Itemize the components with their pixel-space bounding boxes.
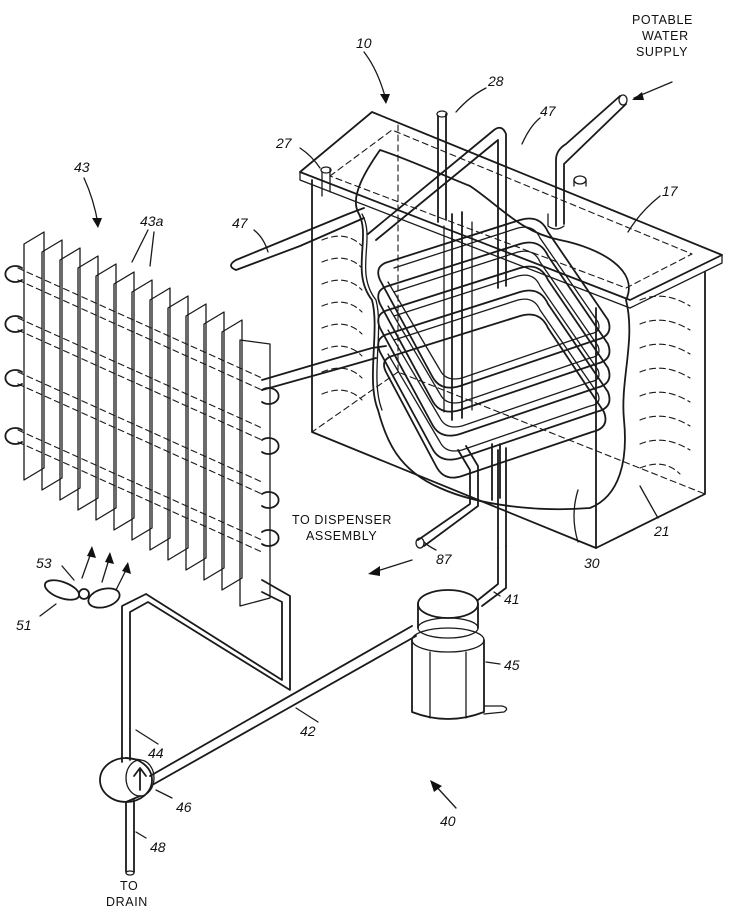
leader-lines [39,51,661,839]
caption-drain-1: TO [120,879,138,893]
label-53: 53 [36,555,52,571]
label-47-left: 47 [232,215,249,231]
label-48: 48 [150,839,166,855]
line-42 [149,625,417,785]
cooling-tank [299,111,723,549]
label-40: 40 [440,813,456,829]
suction-line-41 [477,545,507,607]
label-43a: 43a [140,213,164,229]
fan-51 [43,579,121,609]
label-43: 43 [74,159,90,175]
condenser [4,231,280,607]
line-47-left [261,345,387,391]
evaporator-coil [367,110,611,549]
water-supply-pipe [547,94,628,230]
label-41: 41 [504,591,520,607]
caption-dispenser-2: ASSEMBLY [306,529,377,543]
reference-numerals: 10 28 47 27 17 43 43a 47 21 30 87 41 45 … [16,35,679,855]
label-21: 21 [653,523,670,539]
outlet-87-pipe [417,445,479,547]
label-42: 42 [300,723,316,739]
label-30: 30 [584,555,600,571]
label-28: 28 [487,73,504,89]
captions: POTABLE WATER SUPPLY TO DISPENSER ASSEMB… [106,13,693,909]
condenser-return [121,579,291,763]
compressor [411,589,508,720]
label-87: 87 [436,551,453,567]
label-10: 10 [356,35,372,51]
caption-potable-1: POTABLE [632,13,693,27]
caption-potable-2: WATER [642,29,689,43]
label-47-top: 47 [540,103,557,119]
airflow-arrows [81,546,131,591]
caption-drain-2: DRAIN [106,895,148,909]
label-45: 45 [504,657,520,673]
label-46: 46 [176,799,192,815]
label-27: 27 [275,135,293,151]
water-arrowhead [632,92,644,100]
label-17: 17 [662,183,679,199]
drain-pipe-48 [125,799,135,873]
label-51: 51 [16,617,32,633]
caption-dispenser-1: TO DISPENSER [292,513,392,527]
caption-potable-3: SUPPLY [636,45,688,59]
valve-46 [99,757,155,803]
label-44: 44 [148,745,164,761]
line-47-upper [230,207,365,271]
